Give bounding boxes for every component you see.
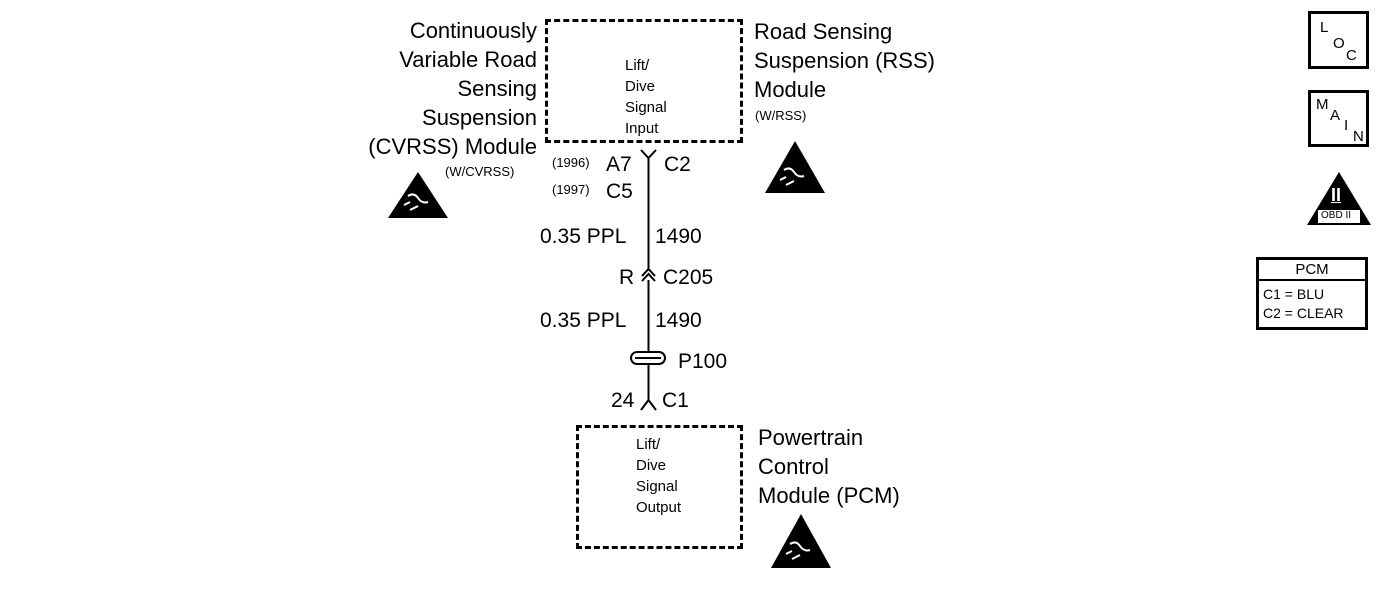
loc-icon[interactable]: L O C xyxy=(1308,11,1369,69)
pin-a7-label: A7 xyxy=(606,153,632,176)
input-box-label: Lift/ Dive Signal Input xyxy=(625,57,667,137)
legend-title: PCM xyxy=(1259,260,1365,281)
year-1996-label: (1996) xyxy=(552,155,590,170)
main-icon[interactable]: M A I N xyxy=(1308,90,1369,147)
legend-row-c2: C2 = CLEAR xyxy=(1263,305,1344,321)
obd-ii-numeral: II xyxy=(1331,185,1342,205)
legend-row-c1: C1 = BLU xyxy=(1263,286,1325,302)
connector-c205-symbol xyxy=(641,267,656,282)
connector-c2-label: C2 xyxy=(664,153,691,176)
wire1-circuit: 1490 xyxy=(655,225,702,248)
pcm-module-box xyxy=(576,425,743,549)
rss-module-note: (W/RSS) xyxy=(755,108,807,123)
year-1997-label: (1997) xyxy=(552,182,590,197)
cvrss-module-note: (W/CVRSS) xyxy=(445,164,515,179)
rss-cvrss-module-box xyxy=(545,19,743,143)
connector-c2-symbol xyxy=(640,149,657,160)
rss-module-name: Road Sensing Suspension (RSS) Module xyxy=(754,19,935,102)
obd-ii-label: OBD II xyxy=(1321,210,1352,221)
splice-p100-symbol xyxy=(630,351,666,365)
wire2-circuit: 1490 xyxy=(655,309,702,332)
output-box-label: Lift/ Dive Signal Output xyxy=(636,436,682,516)
pin-c5-label: C5 xyxy=(606,180,633,203)
cvrss-module-name: Continuously Variable Road Sensing Suspe… xyxy=(368,18,537,159)
pcm-module-name: Powertrain Control Module (PCM) xyxy=(758,425,900,508)
wire1-size-color: 0.35 PPL xyxy=(540,225,627,248)
pin-24-label: 24 xyxy=(611,389,635,412)
esd-warning-icon-pcm xyxy=(771,514,831,568)
esd-warning-icon-cvrss xyxy=(388,172,448,218)
obd-ii-icon xyxy=(1307,172,1371,225)
pcm-connector-legend: PCM C1 = BLU C2 = CLEAR xyxy=(1256,257,1368,330)
c205-connector-label: C205 xyxy=(663,266,714,289)
wire2-size-color: 0.35 PPL xyxy=(540,309,627,332)
connector-c1-label: C1 xyxy=(662,389,689,412)
esd-warning-icon-rss xyxy=(765,141,825,193)
c205-pin-label: R xyxy=(619,266,635,289)
connector-c1-symbol xyxy=(640,398,657,411)
splice-p100-label: P100 xyxy=(678,350,728,373)
